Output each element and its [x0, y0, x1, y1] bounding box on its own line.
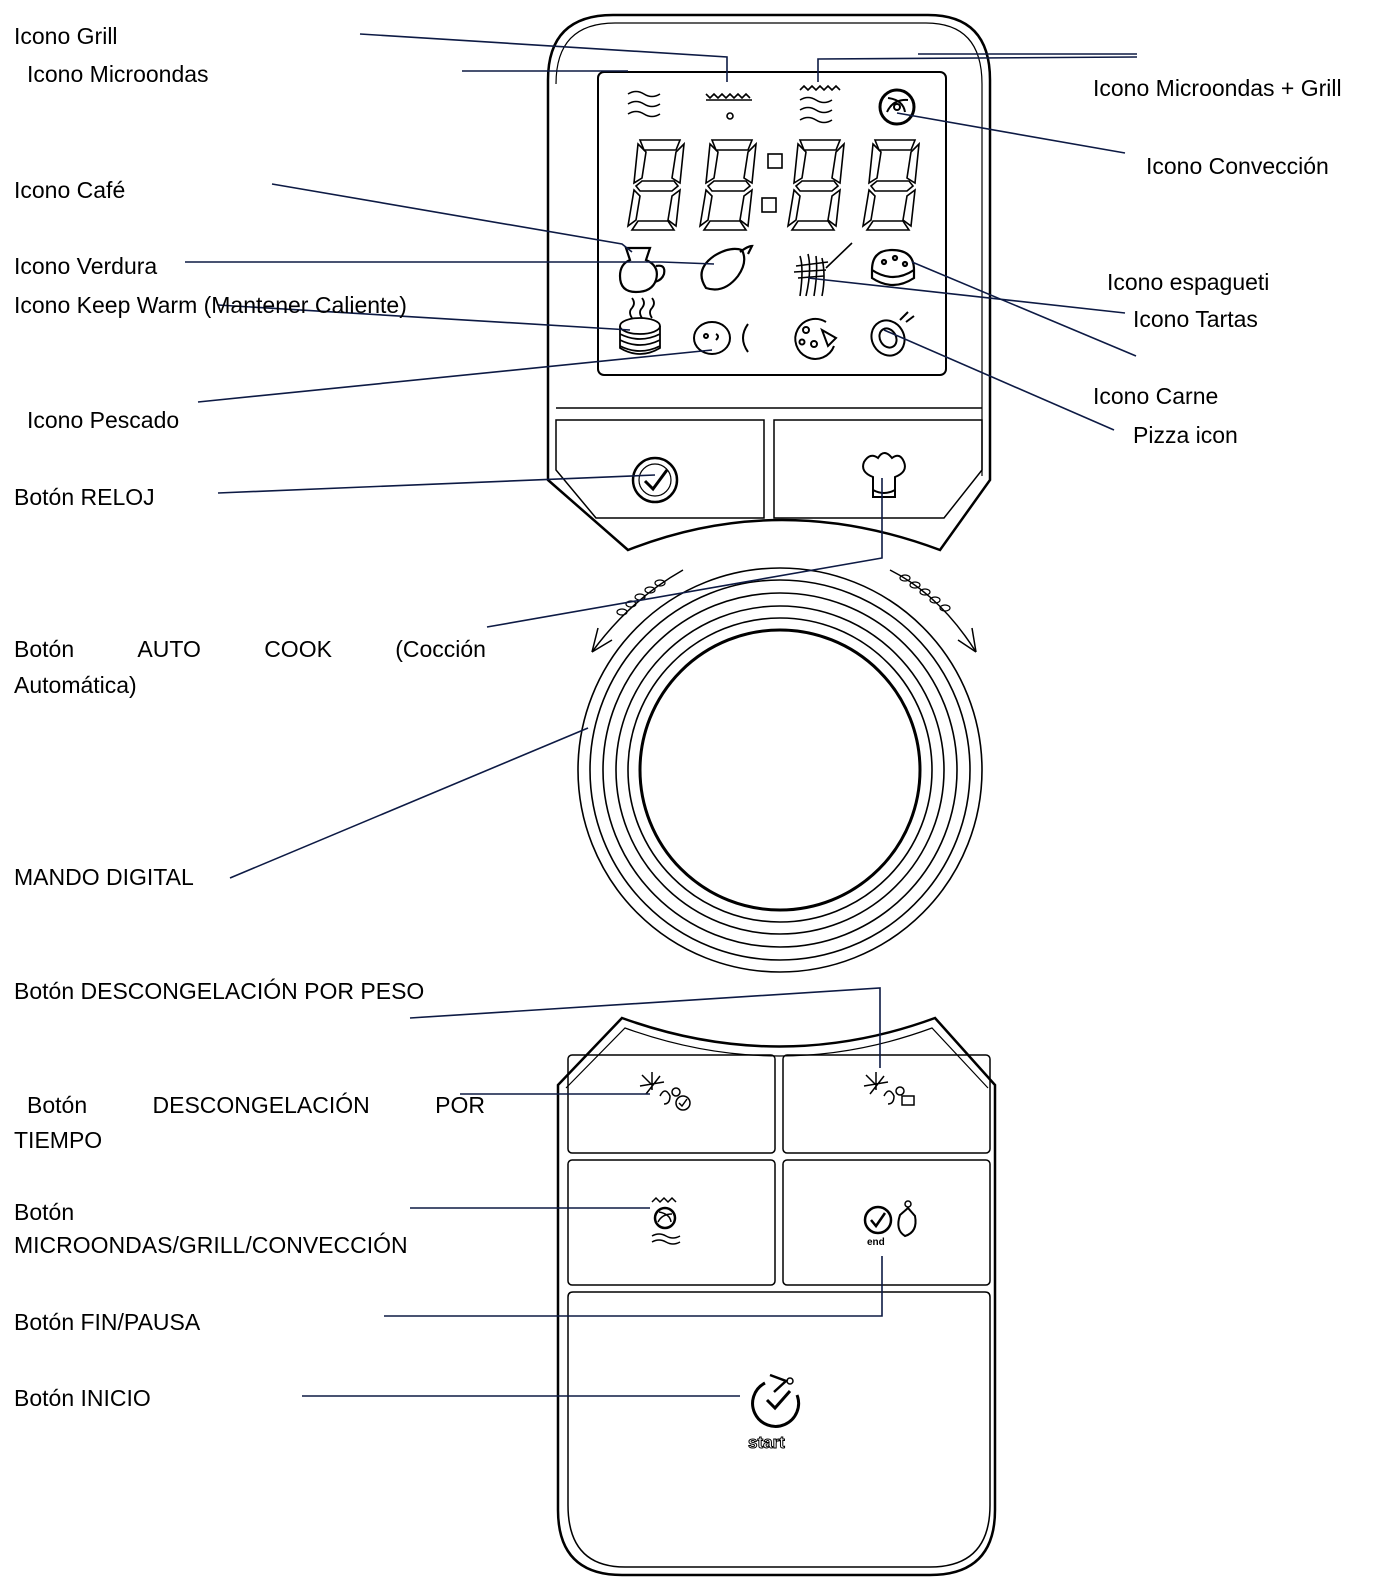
defrost-time-icon [639, 1072, 691, 1111]
label-end-pause-button: Botón FIN/PAUSA [14, 1309, 201, 1335]
defrost-weight-icon [863, 1072, 915, 1106]
label-defrost-time-word-3: POR [435, 1092, 485, 1118]
label-meat-icon: Icono Carne [1093, 383, 1219, 409]
label-keep-warm-icon: Icono Keep Warm (Mantener Caliente) [14, 292, 407, 318]
keep-warm-plates-icon [619, 297, 661, 355]
label-mw-grill-convection-line-2: MICROONDAS/GRILL/CONVECCIÓN [14, 1232, 408, 1258]
mw-grill-convection-button[interactable] [567, 1159, 776, 1286]
label-pizza-icon: Pizza icon [1133, 422, 1238, 448]
label-digital-dial: MANDO DIGITAL [14, 864, 194, 890]
label-coffee-icon: Icono Café [14, 177, 126, 203]
end-label: end [867, 1237, 885, 1248]
microwave-grill-indicator-icon [799, 84, 841, 124]
upper-panel-housing [546, 13, 992, 552]
label-defrost-time-button: Botón DESCONGELACIÓN POR [27, 1092, 485, 1119]
auto-cook-button[interactable] [773, 419, 983, 519]
meat-icon [870, 311, 915, 357]
label-auto-cook-line-2: Automática) [14, 672, 137, 698]
pizza-icon [794, 317, 838, 360]
start-button[interactable] [567, 1291, 991, 1568]
clock-button[interactable] [555, 419, 765, 519]
label-defrost-weight-button: Botón DESCONGELACIÓN POR PESO [14, 978, 425, 1004]
seven-segment-display [626, 139, 921, 231]
label-auto-cook-word-1: Botón [14, 636, 75, 662]
defrost-time-button[interactable] [567, 1054, 776, 1154]
label-auto-cook-word-3: COOK [264, 636, 332, 662]
label-microwave-icon: Icono Microondas [27, 61, 209, 87]
rotate-left-arrow-icon [591, 569, 684, 653]
label-defrost-time-word-1: Botón [27, 1092, 88, 1118]
digital-dial[interactable] [577, 567, 983, 973]
fish-icon [693, 321, 749, 355]
label-cakes-icon: Icono Tartas [1133, 306, 1258, 332]
end-pause-button[interactable] [782, 1159, 991, 1286]
start-label: start [748, 1433, 785, 1452]
label-auto-cook-word-2: AUTO [137, 636, 201, 662]
label-auto-cook-button: Botón AUTO COOK (Cocción [14, 636, 486, 663]
label-defrost-time-word-2: DESCONGELACIÓN [152, 1092, 370, 1118]
label-vegetable-icon: Icono Verdura [14, 253, 158, 279]
label-start-button: Botón INICIO [14, 1385, 151, 1411]
label-grill-icon: Icono Grill [14, 23, 118, 49]
coffee-jug-icon [618, 246, 666, 294]
spaghetti-icon [793, 242, 853, 297]
lcd-display-window [597, 71, 947, 376]
vegetable-eggplant-icon [700, 244, 754, 291]
grill-indicator-icon [705, 92, 752, 120]
label-mw-grill-convection-line-1: Botón [14, 1199, 75, 1225]
label-microwave-grill-icon: Icono Microondas + Grill [1093, 75, 1342, 101]
rotate-right-arrow-icon [889, 569, 977, 653]
label-defrost-time-line-2: TIEMPO [14, 1127, 103, 1153]
defrost-weight-button[interactable] [782, 1054, 991, 1154]
clock-icon [631, 456, 679, 504]
cake-icon [870, 248, 916, 287]
leader-lines [185, 33, 1138, 1397]
label-fish-icon: Icono Pescado [27, 407, 180, 433]
microwave-indicator-icon [627, 90, 661, 118]
chef-hat-icon [862, 452, 906, 498]
label-clock-button: Botón RELOJ [14, 484, 155, 510]
lower-panel-housing [556, 1016, 997, 1577]
label-auto-cook-word-4: (Cocción [395, 636, 486, 662]
start-icon [751, 1373, 801, 1428]
label-convection-icon: Icono Convección [1146, 153, 1329, 179]
end-pause-icon [863, 1200, 917, 1238]
label-spaghetti-icon: Icono espagueti [1107, 269, 1270, 295]
mw-grill-convection-icon [651, 1196, 681, 1245]
convection-indicator-icon [878, 88, 916, 126]
